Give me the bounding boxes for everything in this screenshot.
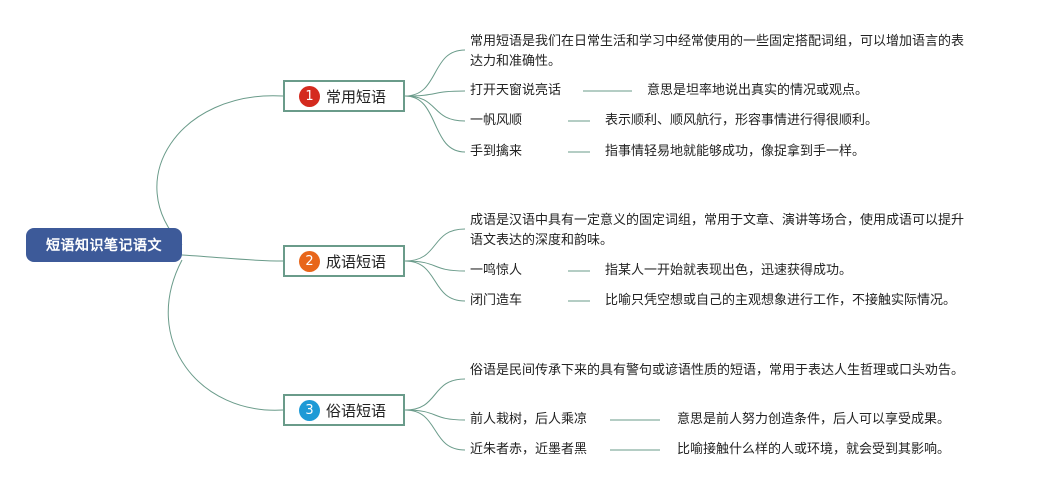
phrase-meaning: 指事情轻易地就能够成功，像捉拿到手一样。	[605, 144, 866, 159]
phrase-item: 闭门造车	[470, 293, 523, 308]
root-label: 短语知识笔记语文	[46, 238, 162, 254]
branch-1-child-connector-4	[404, 95, 466, 153]
phrase-meaning: 表示顺利、顺风航行，形容事情进行得很顺利。	[605, 113, 879, 128]
branch-node-common-phrases[interactable]: 1 常用短语	[283, 80, 405, 112]
number-badge-3: 3	[299, 399, 320, 421]
root-node[interactable]: 短语知识笔记语文	[26, 228, 182, 262]
phrase-item: 一鸣惊人	[470, 263, 523, 278]
branch-label: 俗语短语	[326, 401, 387, 420]
root-to-branch-3-connector	[167, 259, 284, 411]
phrase-item: 打开天窗说亮话	[470, 83, 562, 98]
phrase-meaning: 意思是前人努力创造条件，后人可以享受成果。	[677, 412, 951, 427]
branch-1-child-connector-2	[404, 90, 466, 97]
phrase-meaning: 比喻只凭空想或自己的主观想象进行工作，不接触实际情况。	[605, 293, 957, 308]
number-badge-2: 2	[299, 250, 320, 272]
branch-1-child-connector-3	[404, 95, 466, 122]
branch-3-child-connector-2	[404, 409, 466, 421]
branch-description: 常用短语是我们在日常生活和学习中经常使用的一些固定搭配词组，可以增加语言的表达力…	[470, 34, 965, 69]
phrase-item: 手到擒来	[470, 144, 523, 159]
branch-1-child-connector-1	[404, 49, 466, 97]
phrase-item: 近朱者赤，近墨者黑	[470, 442, 588, 457]
branch-label: 成语短语	[326, 252, 387, 271]
branch-node-proverbs[interactable]: 3 俗语短语	[283, 394, 405, 426]
root-to-branch-1-connector	[156, 95, 284, 246]
branch-2-child-connector-1	[404, 228, 466, 262]
branch-2-child-connector-2	[404, 260, 466, 272]
phrase-meaning: 意思是坦率地说出真实的情况或观点。	[647, 83, 869, 98]
phrase-item: 一帆风顺	[470, 113, 523, 128]
branch-node-idioms[interactable]: 2 成语短语	[283, 245, 405, 277]
branch-2-child-connector-3	[404, 260, 466, 302]
phrase-meaning: 比喻接触什么样的人或环境，就会受到其影响。	[677, 442, 951, 457]
phrase-meaning: 指某人一开始就表现出色，迅速获得成功。	[605, 263, 853, 278]
branch-3-child-connector-1	[404, 378, 466, 411]
root-to-branch-2-connector	[181, 254, 284, 262]
branch-description: 成语是汉语中具有一定意义的固定词组，常用于文章、演讲等场合，使用成语可以提升语文…	[470, 213, 965, 248]
branch-label: 常用短语	[326, 87, 387, 106]
branch-description: 俗语是民间传承下来的具有警句或谚语性质的短语，常用于表达人生哲理或口头劝告。	[470, 363, 965, 378]
phrase-item: 前人栽树，后人乘凉	[470, 412, 588, 427]
branch-3-child-connector-3	[404, 409, 466, 451]
number-badge-1: 1	[299, 85, 320, 107]
